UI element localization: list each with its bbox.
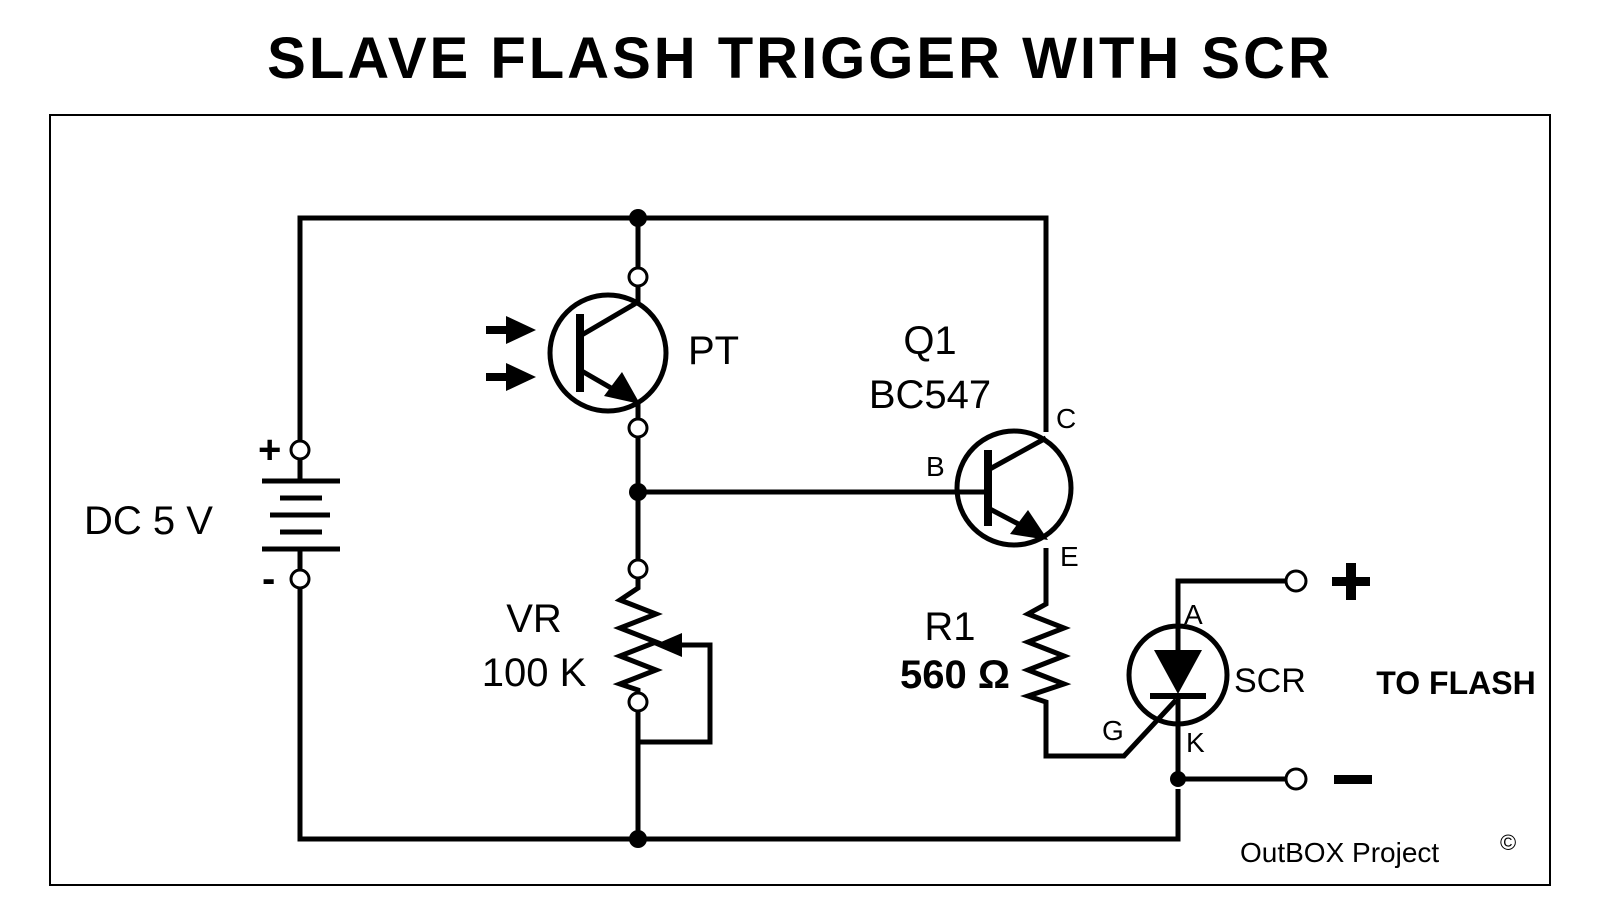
q1-pin-b-label: B — [926, 451, 945, 482]
vr-value-label: 100 K — [482, 651, 587, 695]
pt-collector-terminal — [627, 266, 649, 288]
diagram-title: SLAVE FLASH TRIGGER WITH SCR — [267, 26, 1333, 91]
scr-symbol — [1126, 623, 1230, 727]
credit-mark: © — [1500, 830, 1516, 855]
q1-pin-e-label: E — [1060, 541, 1079, 572]
vr-bottom-terminal — [627, 691, 649, 713]
q1-part-label: BC547 — [869, 373, 991, 417]
r1-name-label: R1 — [924, 605, 975, 649]
output-plus-terminal — [1284, 569, 1308, 593]
r1-value-label: 560 Ω — [900, 653, 1010, 697]
battery-plus-label: + — [258, 428, 281, 472]
output-minus-terminal — [1284, 767, 1308, 791]
junction-middle — [629, 483, 647, 501]
output-minus-sign-icon — [1334, 775, 1372, 784]
junction-top — [629, 209, 647, 227]
r1-resistor-symbol — [1020, 598, 1072, 705]
credit-text: OutBOX Project — [1240, 837, 1439, 868]
diagram-frame — [49, 114, 1551, 886]
junction-dots — [629, 209, 1186, 848]
battery-minus-label: - — [262, 557, 275, 601]
junction-cathode — [1170, 771, 1186, 787]
vr-name-label: VR — [506, 597, 562, 641]
scr-pin-g-label: G — [1102, 715, 1124, 746]
pt-body — [547, 292, 669, 414]
junction-bottom — [629, 830, 647, 848]
q1-transistor-symbol — [954, 428, 1074, 548]
scr-pin-k-label: K — [1186, 727, 1205, 758]
q1-name-label: Q1 — [903, 319, 956, 363]
battery-plus-terminal — [289, 439, 311, 461]
battery-symbol — [262, 439, 340, 590]
battery-label: DC 5 V — [84, 499, 213, 543]
phototransistor-symbol — [547, 266, 669, 439]
output-plus-sign-icon — [1332, 563, 1370, 600]
vr-potentiometer-symbol — [612, 558, 682, 713]
scr-label: SCR — [1234, 662, 1306, 700]
light-arrows-icon — [486, 316, 536, 391]
battery-minus-terminal — [289, 568, 311, 590]
phototransistor-label: PT — [688, 329, 739, 373]
vr-top-terminal — [627, 558, 649, 580]
scr-pin-a-label: A — [1184, 599, 1203, 630]
output-label: TO FLASH — [1376, 665, 1535, 701]
q1-pin-c-label: C — [1056, 403, 1076, 434]
pt-emitter-terminal — [627, 417, 649, 439]
q1-body — [954, 428, 1074, 548]
circuit-wires — [297, 215, 1285, 842]
